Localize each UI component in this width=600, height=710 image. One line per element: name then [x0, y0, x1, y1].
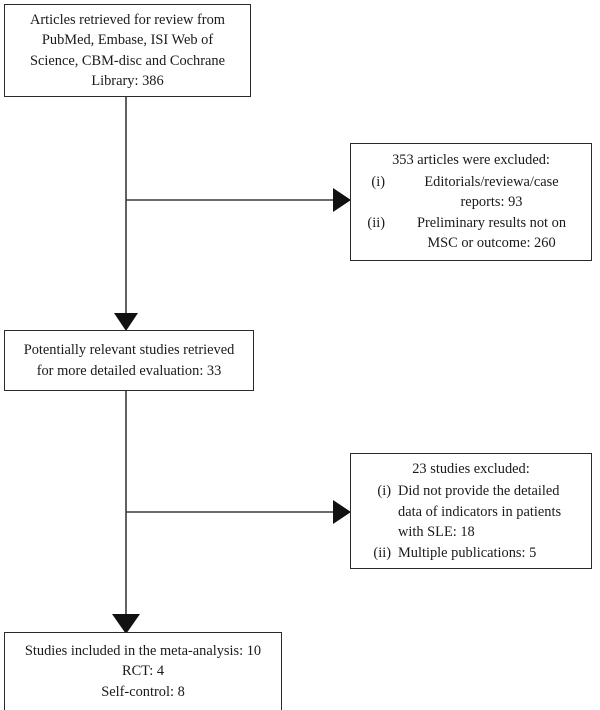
list-item: (i) Editorials/reviewa/case reports: 93 — [357, 172, 591, 213]
text-line: Self-control: 8 — [101, 683, 185, 700]
list-marker: (ii) — [373, 544, 391, 561]
excluded-reason-list: (i) Did not provide the detailed data of… — [351, 481, 591, 563]
node-studies-included: Studies included in the meta-analysis: 1… — [4, 632, 282, 710]
list-item: (ii) Multiple publications: 5 — [357, 543, 591, 563]
text-line: Editorials/reviewa/case — [424, 173, 559, 190]
list-marker: (i) — [371, 173, 385, 190]
text-line: Studies included in the meta-analysis: 1… — [24, 642, 262, 659]
text-line: MSC or outcome: 260 — [427, 235, 556, 252]
arrowhead-right-excluded-1 — [333, 188, 351, 212]
arrowhead-right-excluded-2 — [333, 500, 351, 524]
text-line: Did not provide the detailed — [398, 483, 560, 500]
excluded-reason-list: (i) Editorials/reviewa/case reports: 93 … — [351, 172, 591, 254]
text-line: Library: 386 — [91, 72, 164, 89]
text-line: data of indicators in patients — [398, 503, 562, 520]
node-studies-excluded: 23 studies excluded: (i) Did not provide… — [350, 453, 592, 569]
node-articles-excluded: 353 articles were excluded: (i) Editoria… — [350, 143, 592, 261]
text-line: Multiple publications: 5 — [398, 544, 537, 561]
node-studies-included-text: Studies included in the meta-analysis: 1… — [5, 641, 281, 702]
list-marker: (ii) — [367, 214, 385, 231]
text-line: Articles retrieved for review from — [30, 11, 225, 28]
text-line: Preliminary results not on — [416, 214, 567, 231]
list-text: Preliminary results not on MSC or outcom… — [392, 213, 591, 254]
text-line: with SLE: 18 — [398, 524, 475, 541]
node-articles-retrieved-text: Articles retrieved for review from PubMe… — [5, 10, 250, 92]
list-item: (ii) Preliminary results not on MSC or o… — [357, 213, 591, 254]
excluded-title: 353 articles were excluded: — [392, 152, 550, 169]
text-line: reports: 93 — [460, 194, 523, 211]
text-line: PubMed, Embase, ISI Web of — [41, 32, 214, 49]
list-text: Editorials/reviewa/case reports: 93 — [392, 172, 591, 213]
list-text: Did not provide the detailed data of ind… — [398, 481, 591, 542]
node-potentially-relevant-studies: Potentially relevant studies retrieved f… — [4, 330, 254, 391]
excluded-title: 23 studies excluded: — [412, 460, 530, 477]
node-potentially-relevant-text: Potentially relevant studies retrieved f… — [5, 340, 253, 381]
arrowhead-down-included — [112, 614, 140, 634]
node-articles-retrieved: Articles retrieved for review from PubMe… — [4, 4, 251, 97]
text-line: for more detailed evaluation: 33 — [36, 362, 222, 379]
text-line: Science, CBM-disc and Cochrane — [29, 52, 226, 69]
text-line: Potentially relevant studies retrieved — [23, 342, 235, 359]
list-text: Multiple publications: 5 — [398, 543, 591, 563]
list-marker: (i) — [377, 483, 391, 500]
arrowhead-down-relevant — [114, 313, 138, 331]
text-line: RCT: 4 — [121, 663, 165, 680]
list-item: (i) Did not provide the detailed data of… — [357, 481, 591, 542]
